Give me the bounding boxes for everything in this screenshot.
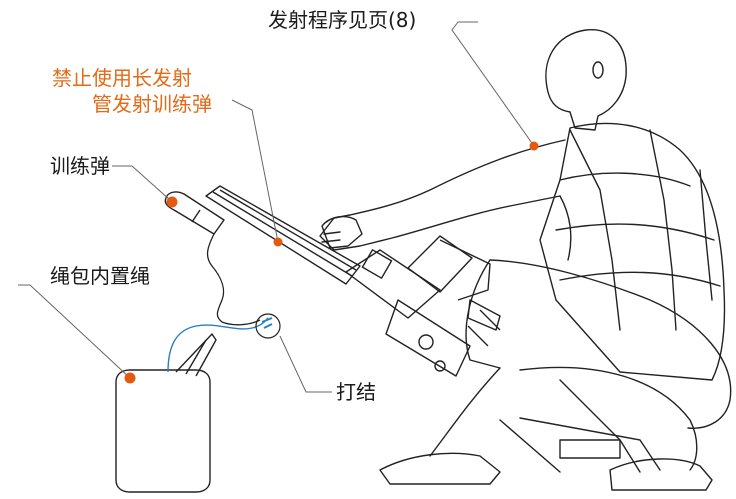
rope-bag: [115, 333, 217, 493]
dot-training-round: [166, 196, 178, 208]
leader-lines: [18, 21, 535, 393]
label-warning-line1: 禁止使用长发射: [52, 66, 192, 90]
launcher-tube: [205, 185, 501, 377]
label-bag-rope: 绳包内置绳: [50, 264, 150, 288]
knot-mark: [261, 317, 273, 329]
rope-line: [167, 317, 269, 373]
label-warning-line2: 管发射训练弹: [92, 92, 212, 116]
rope-lead: [206, 233, 261, 326]
dot-launcher-tube: [273, 237, 283, 247]
soldier-figure: [319, 29, 732, 491]
label-training-round: 训练弹: [50, 154, 110, 178]
callout-dots: [124, 141, 539, 384]
knot-circle: [255, 313, 281, 339]
dot-rope-bag: [124, 372, 136, 384]
dot-launch-procedure: [529, 141, 539, 151]
label-launch-procedure: 发射程序见页(8): [268, 8, 417, 32]
training-round: [164, 191, 225, 235]
label-knot: 打结: [336, 380, 376, 404]
